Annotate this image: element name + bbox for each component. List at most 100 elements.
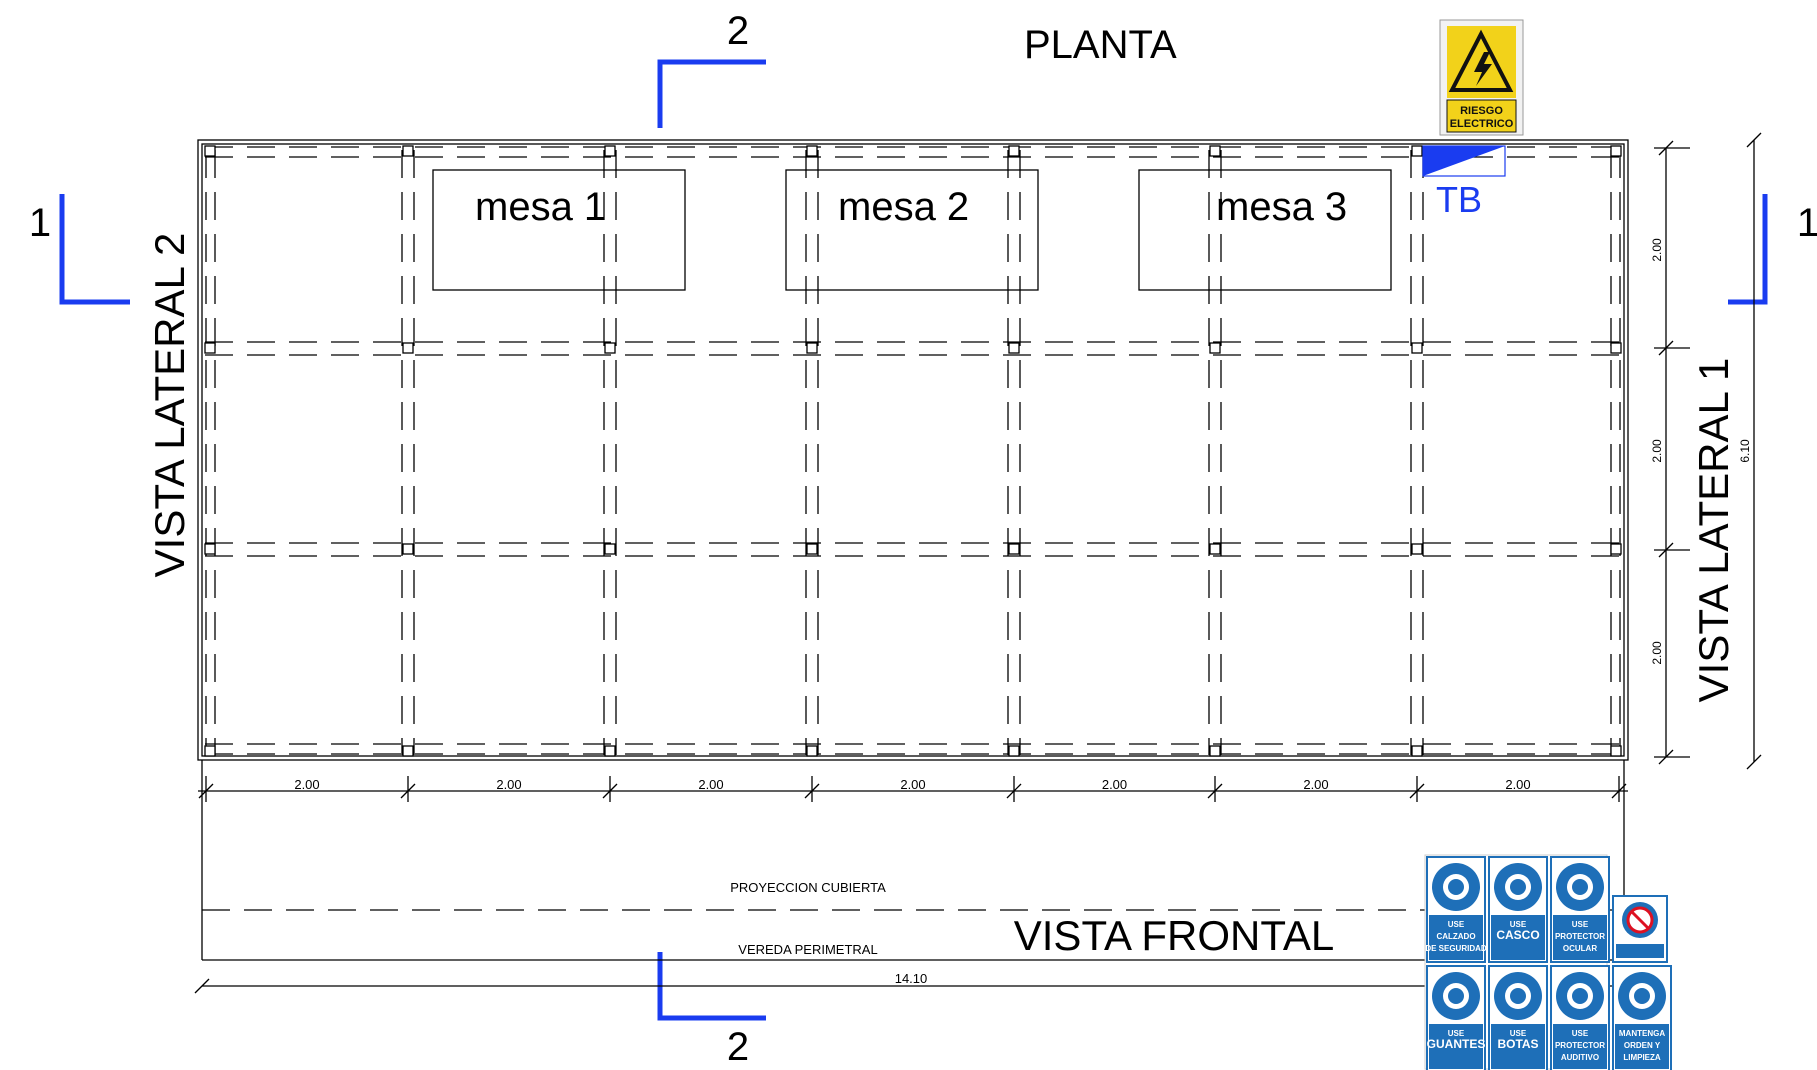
- safety-sign-text: USE: [1510, 920, 1527, 929]
- glove-icon: [1443, 983, 1469, 1009]
- column-marker: [1411, 543, 1423, 555]
- section-marker-right: 1: [1728, 194, 1817, 305]
- column-markers: [204, 145, 1622, 757]
- safety-sign-text: USE: [1448, 920, 1465, 929]
- column-marker: [1411, 342, 1423, 354]
- electrical-panel-symbol: [1423, 146, 1505, 176]
- grid-horizontal-lines: [205, 146, 1625, 755]
- earmuff-icon: [1567, 983, 1593, 1009]
- column-marker: [806, 145, 818, 157]
- no-entry-sign: [1612, 895, 1668, 963]
- safety-sign-text: USE: [1572, 1029, 1589, 1038]
- column-marker: [604, 543, 616, 555]
- horizontal-dim-4: 2.00: [900, 777, 925, 792]
- column-marker: [402, 745, 414, 757]
- boots-icon: [1505, 983, 1531, 1009]
- column-marker: [402, 342, 414, 354]
- column-marker: [604, 342, 616, 354]
- table-3-label: mesa 3: [1216, 185, 1347, 229]
- plan-outer-boundary: [197, 139, 1629, 761]
- safety-sign-text: PROTECTOR: [1555, 932, 1605, 941]
- safety-sign-goggles: USE PROTECTOR OCULAR: [1550, 856, 1610, 963]
- column-marker: [1610, 342, 1622, 354]
- section-marker-bottom: 2: [657, 952, 766, 1069]
- safety-sign-text: MANTENGA: [1619, 1029, 1665, 1038]
- column-marker: [1411, 745, 1423, 757]
- table-1-label: mesa 1: [475, 185, 606, 229]
- vertical-dim-2: 2.00: [1650, 439, 1664, 463]
- column-marker: [204, 145, 216, 157]
- safety-sign-boot: USE CALZADO DE SEGURIDAD: [1425, 856, 1487, 963]
- column-marker: [1209, 543, 1221, 555]
- broom-icon: [1629, 983, 1655, 1009]
- table-2-outline: [785, 169, 1039, 291]
- column-marker: [1610, 145, 1622, 157]
- safety-sign-text: CASCO: [1496, 928, 1539, 942]
- column-marker: [1411, 145, 1423, 157]
- column-marker: [1209, 745, 1221, 757]
- view-label-lateral-1: VISTA LATERAL 1: [1690, 358, 1737, 703]
- safety-sign-broom: MANTENGA ORDEN Y LIMPIEZA: [1612, 965, 1672, 1070]
- horizontal-dim-2: 2.00: [496, 777, 521, 792]
- column-marker: [806, 342, 818, 354]
- roof-projection-note: PROYECCION CUBIERTA: [730, 880, 886, 895]
- safety-sign-text: USE: [1448, 1029, 1465, 1038]
- column-marker: [604, 145, 616, 157]
- column-marker: [204, 543, 216, 555]
- table-1-outline: [432, 169, 686, 291]
- vertical-dim-3: 2.00: [1650, 641, 1664, 665]
- safety-sign-text: BOTAS: [1497, 1037, 1538, 1051]
- frontal-view: [194, 760, 1632, 994]
- column-marker: [1209, 342, 1221, 354]
- helmet-icon: [1505, 874, 1531, 900]
- column-marker: [402, 543, 414, 555]
- column-marker: [604, 745, 616, 757]
- safety-sign-text: ORDEN Y: [1624, 1041, 1661, 1050]
- safety-sign-text: LIMPIEZA: [1623, 1053, 1661, 1062]
- column-marker: [1008, 745, 1020, 757]
- section-marker-top: 2: [657, 9, 766, 128]
- risk-sign-line2: ELECTRICO: [1450, 118, 1514, 130]
- safety-sign-text: USE: [1510, 1029, 1527, 1038]
- svg-text:1: 1: [1797, 201, 1817, 245]
- column-marker: [1008, 145, 1020, 157]
- sidewalk-note: VEREDA PERIMETRAL: [738, 942, 877, 957]
- vertical-dimension-lines: [1654, 132, 1762, 770]
- svg-text:2: 2: [727, 1025, 749, 1069]
- svg-text:1: 1: [29, 201, 51, 245]
- safety-sign-text: OCULAR: [1563, 944, 1597, 953]
- horizontal-dim-7: 2.00: [1505, 777, 1530, 792]
- column-marker: [402, 145, 414, 157]
- horizontal-dim-6: 2.00: [1303, 777, 1328, 792]
- total-height-dim: 6.10: [1738, 439, 1752, 463]
- safety-sign-text: GUANTES: [1427, 1037, 1486, 1051]
- horizontal-dim-1: 2.00: [294, 777, 319, 792]
- column-marker: [806, 543, 818, 555]
- view-label-lateral-2: VISTA LATERAL 2: [146, 233, 193, 578]
- plan-inner-boundary: [201, 143, 1625, 757]
- electrical-risk-sign: RIESGO ELECTRICO: [1439, 19, 1524, 136]
- table-3-outline: [1138, 169, 1392, 291]
- column-marker: [204, 342, 216, 354]
- risk-sign-line1: RIESGO: [1460, 105, 1503, 117]
- safety-sign-text: DE SEGURIDAD: [1425, 944, 1487, 953]
- vertical-dim-1: 2.00: [1650, 238, 1664, 262]
- grid-vertical-lines: [205, 150, 1621, 755]
- column-marker: [1209, 145, 1221, 157]
- safety-sign-text: CALZADO: [1436, 932, 1475, 941]
- column-marker: [1008, 342, 1020, 354]
- frontal-view-label: VISTA FRONTAL: [1014, 912, 1335, 959]
- safety-sign-text: USE: [1572, 920, 1589, 929]
- section-marker-left: 1: [29, 194, 130, 305]
- column-marker: [1610, 543, 1622, 555]
- column-marker: [1610, 745, 1622, 757]
- horizontal-dim-3: 2.00: [698, 777, 723, 792]
- total-length-dim: 14.10: [895, 971, 928, 986]
- safety-sign-text: PROTECTOR: [1555, 1041, 1605, 1050]
- electrical-panel-label: TB: [1436, 179, 1482, 220]
- horizontal-dim-5: 2.00: [1102, 777, 1127, 792]
